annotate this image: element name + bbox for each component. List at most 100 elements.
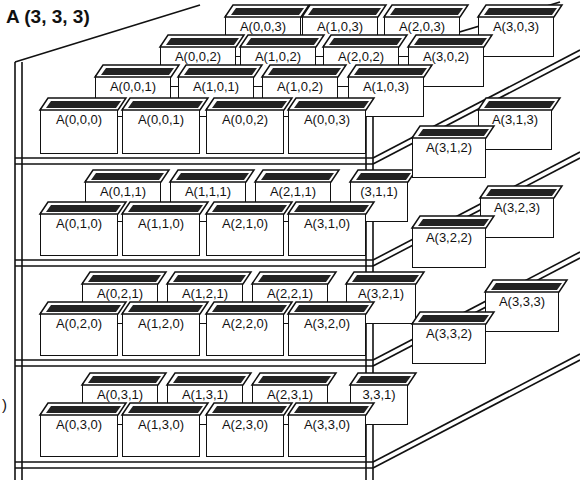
box-label: A(2,3,0) <box>207 414 283 432</box>
box-label: A(3,3,3) <box>486 291 558 309</box>
storage-box: A(2,3,0) <box>206 413 284 457</box>
storage-box: A(3,1,2) <box>412 136 486 178</box>
box-top <box>254 169 342 183</box>
box-label: A(0,0,1) <box>96 76 170 94</box>
box-label: A(3,3,2) <box>413 323 485 341</box>
box-top <box>322 34 410 48</box>
box-label: A(1,3,0) <box>123 414 199 432</box>
storage-box: A(0,2,0) <box>40 312 118 356</box>
box-top <box>349 372 419 386</box>
box-label: A(3,2,3) <box>481 197 553 215</box>
box-label: A(0,2,1) <box>83 283 157 301</box>
box-top <box>411 215 497 229</box>
box-label: A(0,0,3) <box>289 109 365 127</box>
box-label: (3,1,1) <box>351 181 407 199</box>
storage-box: A(0,0,3) <box>288 108 366 154</box>
box-top <box>411 125 497 139</box>
box-label: A(0,0,0) <box>41 109 117 127</box>
box-label: A(1,0,2) <box>263 76 337 94</box>
box-top <box>301 4 389 18</box>
box-label: A(1,0,3) <box>303 16 377 34</box>
box-top <box>39 201 129 215</box>
box-label: A(2,0,2) <box>324 46 398 64</box>
box-label: A(3,0,2) <box>409 46 483 64</box>
storage-box: A(3,3,3) <box>485 290 559 332</box>
box-top <box>477 4 565 18</box>
box-top <box>205 402 295 416</box>
storage-box: A(0,0,2) <box>206 108 284 154</box>
box-label: A(0,3,0) <box>41 414 117 432</box>
box-top <box>121 97 211 111</box>
box-label: A(1,3,1) <box>168 384 242 402</box>
box-top <box>383 4 471 18</box>
storage-box: A(3,2,2) <box>412 226 486 268</box>
box-label: A(2,2,1) <box>253 283 327 301</box>
box-top <box>345 271 427 285</box>
box-top <box>287 301 377 315</box>
box-top <box>287 201 377 215</box>
box-label: A(0,1,1) <box>86 181 160 199</box>
box-label: A(0,3,1) <box>83 384 157 402</box>
box-label: A(2,1,0) <box>207 213 283 231</box>
box-top <box>205 97 295 111</box>
box-label: A(3,1,3) <box>479 109 551 127</box>
box-label: A(3,2,2) <box>413 227 485 245</box>
box-top <box>411 311 497 325</box>
box-label: A(1,0,1) <box>179 76 253 94</box>
box-label: A(3,0,3) <box>479 16 553 34</box>
box-top <box>407 34 495 48</box>
box-top <box>287 402 377 416</box>
box-top <box>287 97 377 111</box>
box-label: A(1,1,0) <box>123 213 199 231</box>
box-top <box>251 372 339 386</box>
box-top <box>121 201 211 215</box>
box-top <box>261 64 349 78</box>
storage-box: A(1,1,0) <box>122 212 200 256</box>
box-label: A(1,2,0) <box>123 313 199 331</box>
box-top <box>251 271 339 285</box>
storage-box: A(3,2,0) <box>288 312 366 356</box>
box-top <box>166 372 254 386</box>
box-label: A(1,1,1) <box>171 181 245 199</box>
box-label: A(2,2,0) <box>207 313 283 331</box>
box-label: A(0,0,1) <box>123 109 199 127</box>
box-label: A(2,1,1) <box>256 181 330 199</box>
box-top <box>349 169 419 183</box>
box-top <box>159 34 247 48</box>
box-top <box>169 169 257 183</box>
box-top <box>239 34 327 48</box>
box-top <box>81 271 169 285</box>
box-top <box>484 279 570 293</box>
fragment-mark: ) <box>2 396 7 413</box>
storage-box: A(0,0,1) <box>122 108 200 154</box>
storage-box: A(0,3,0) <box>40 413 118 457</box>
storage-box: A(1,2,0) <box>122 312 200 356</box>
box-label: A(2,0,3) <box>385 16 459 34</box>
storage-box: A(3,3,2) <box>412 322 486 364</box>
box-top <box>121 402 211 416</box>
box-label: A(3,1,2) <box>413 137 485 155</box>
box-top <box>177 64 265 78</box>
storage-box: A(0,0,0) <box>40 108 118 154</box>
box-label: A(0,0,2) <box>207 109 283 127</box>
box-label: A(1,0,2) <box>241 46 315 64</box>
box-top <box>479 185 565 199</box>
box-top <box>205 201 295 215</box>
box-top <box>94 64 182 78</box>
box-label: A(3,2,1) <box>347 283 415 301</box>
box-label: A(0,2,0) <box>41 313 117 331</box>
box-top <box>84 169 172 183</box>
box-top <box>121 301 211 315</box>
box-top <box>347 64 435 78</box>
box-top <box>166 271 254 285</box>
box-label: A(2,3,1) <box>253 384 327 402</box>
box-top <box>81 372 169 386</box>
box-top <box>224 4 312 18</box>
box-top <box>39 402 129 416</box>
box-label: A(1,2,1) <box>168 283 242 301</box>
storage-box: A(0,1,0) <box>40 212 118 256</box>
box-label: A(0,0,2) <box>161 46 235 64</box>
storage-box: A(2,1,0) <box>206 212 284 256</box>
array-title: A (3, 3, 3) <box>6 6 90 28</box>
box-top <box>205 301 295 315</box>
